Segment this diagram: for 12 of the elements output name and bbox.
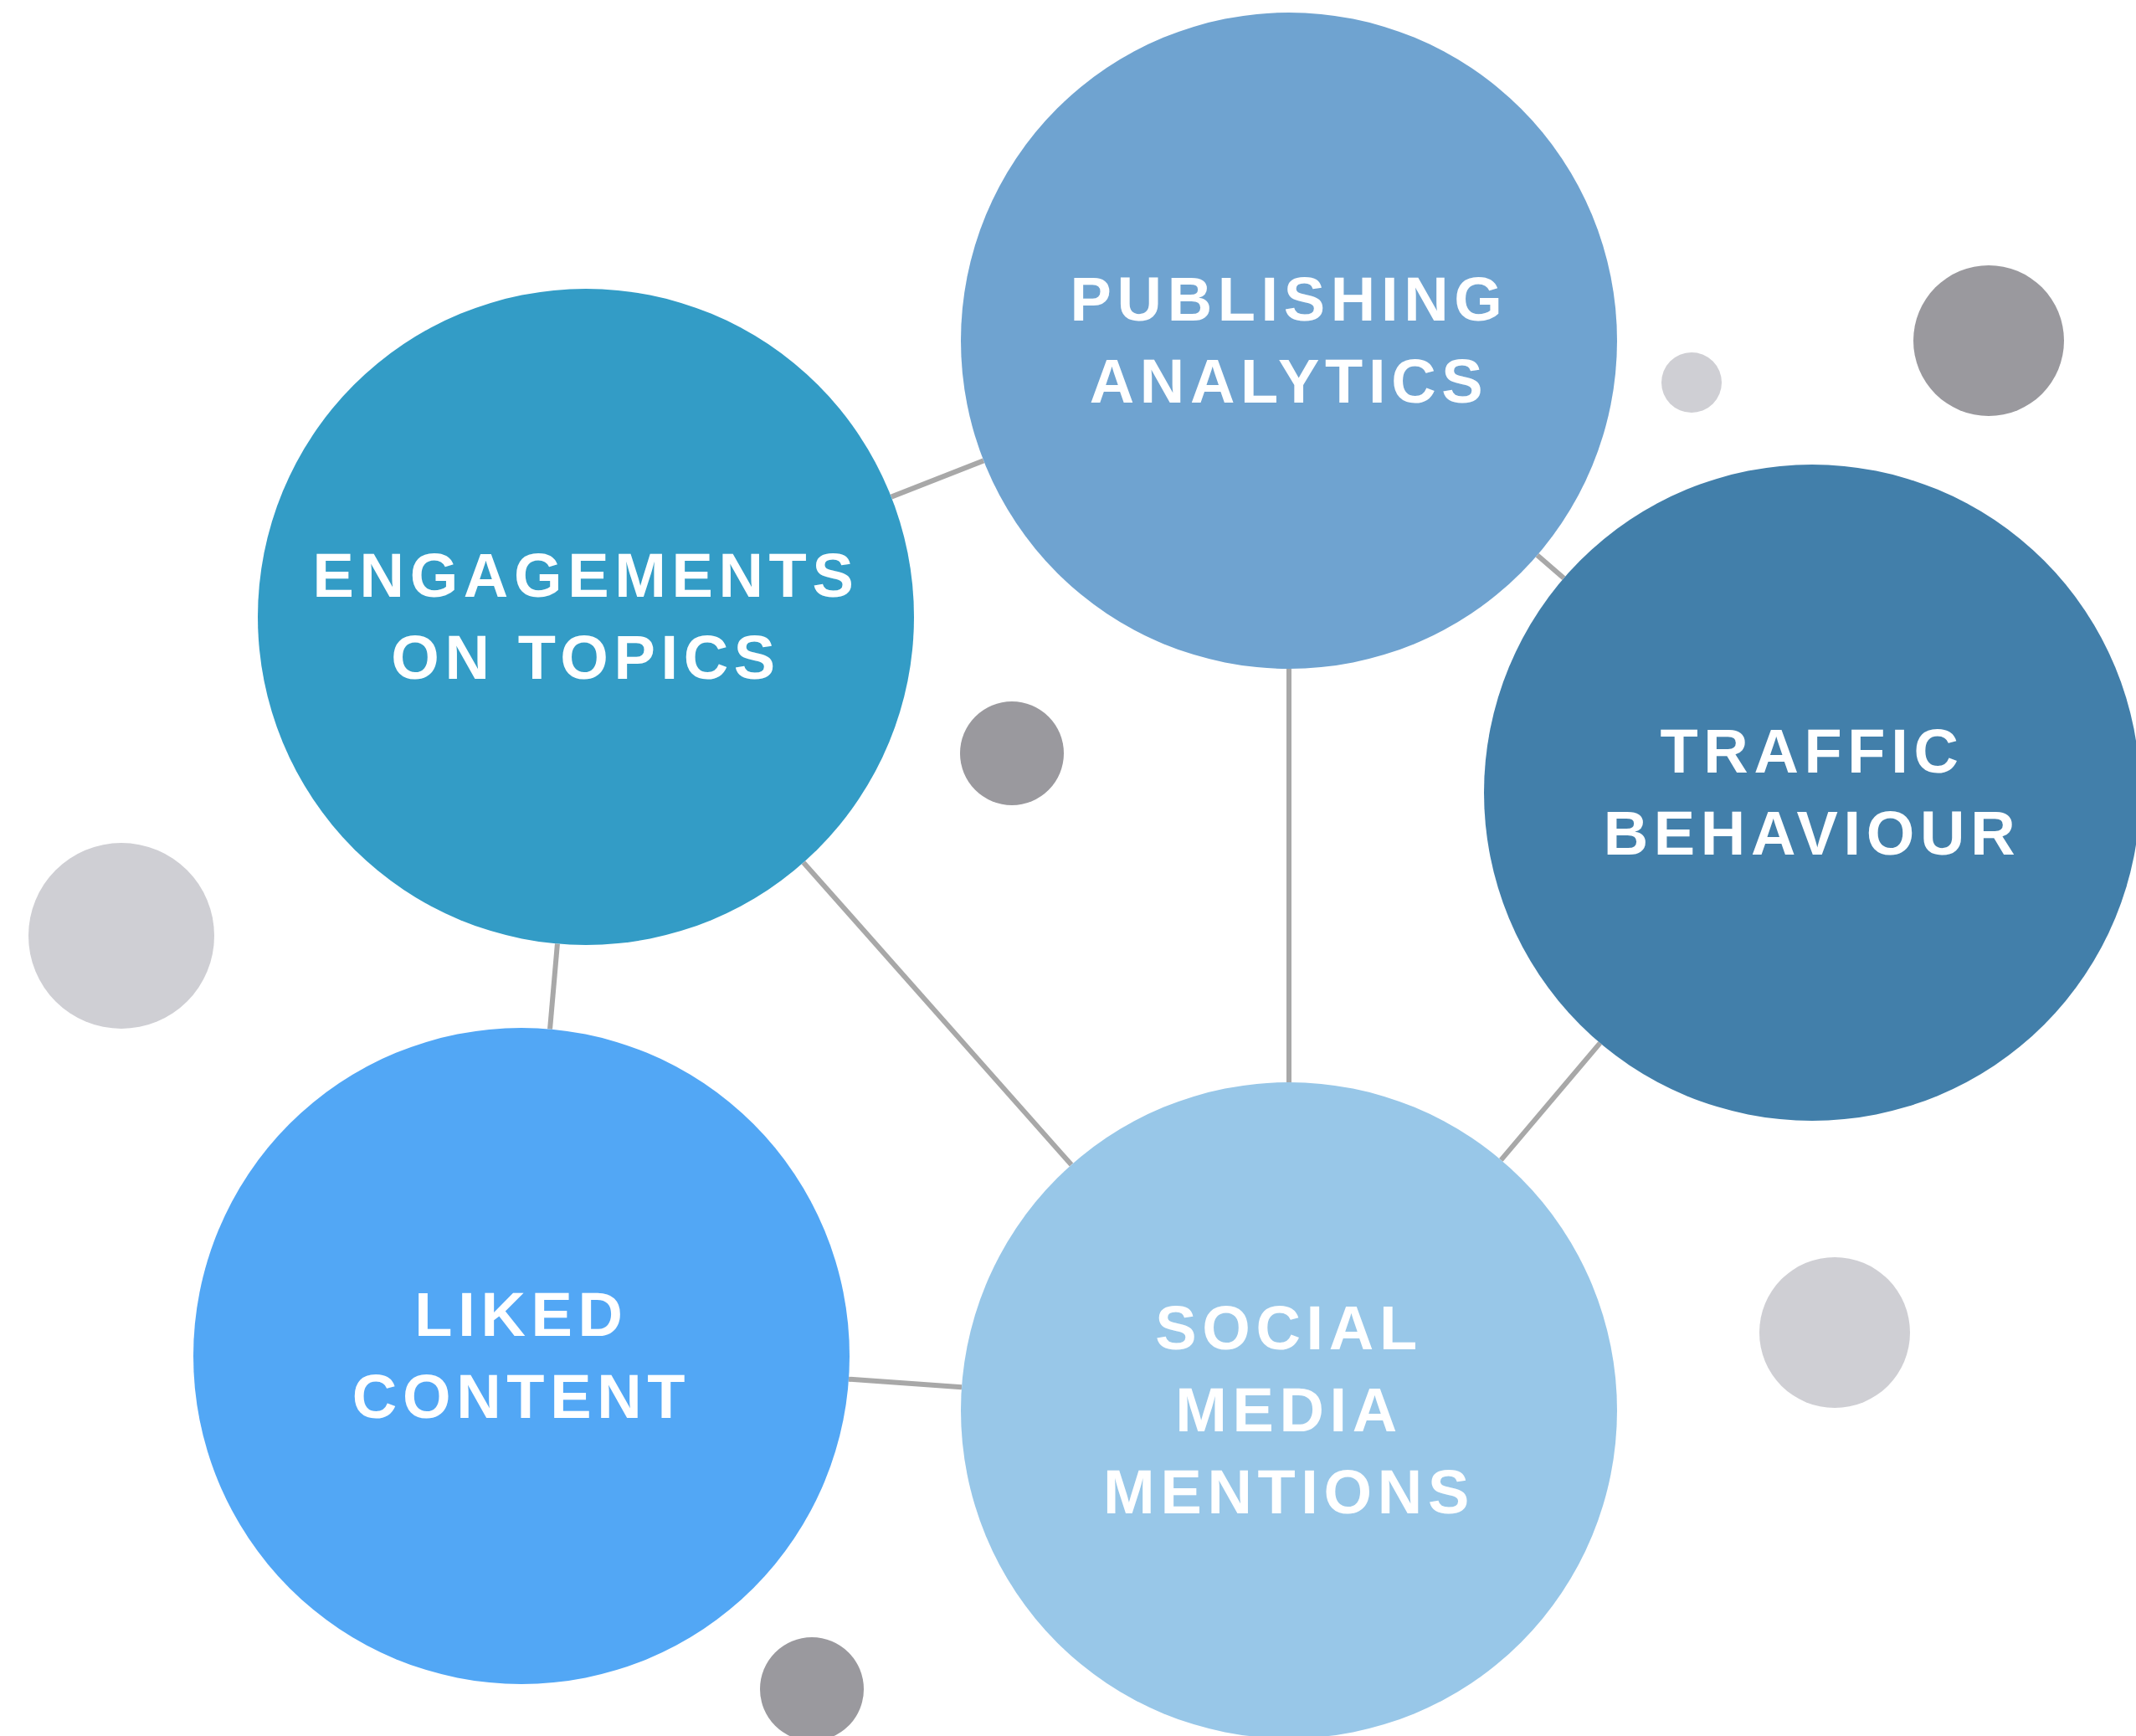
connector-line [1535, 553, 1566, 580]
connector-line [1499, 1041, 1602, 1162]
topic-label: SOCIAL MEDIA MENTIONS [1102, 1292, 1476, 1528]
topic-label: LIKED CONTENT [351, 1279, 692, 1433]
connector-line [848, 1376, 963, 1390]
connector-line [547, 943, 560, 1030]
topic-label: TRAFFIC BEHAVIOUR [1602, 716, 2022, 870]
connector-line [1286, 669, 1291, 1082]
connector-line [890, 458, 985, 500]
topic-label: ENGAGEMENTS ON TOPICS [312, 540, 860, 694]
connector-line [801, 860, 1074, 1167]
topic-label: PUBLISHING ANALYTICS [1069, 264, 1509, 418]
